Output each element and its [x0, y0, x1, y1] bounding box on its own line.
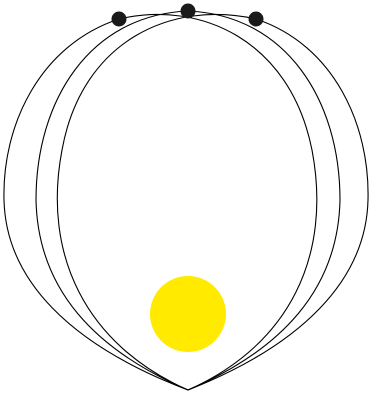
planet-orbit-3 — [249, 12, 264, 27]
planet-orbit-1 — [112, 12, 127, 27]
sun — [150, 276, 226, 352]
planet-orbit-2 — [181, 4, 196, 19]
